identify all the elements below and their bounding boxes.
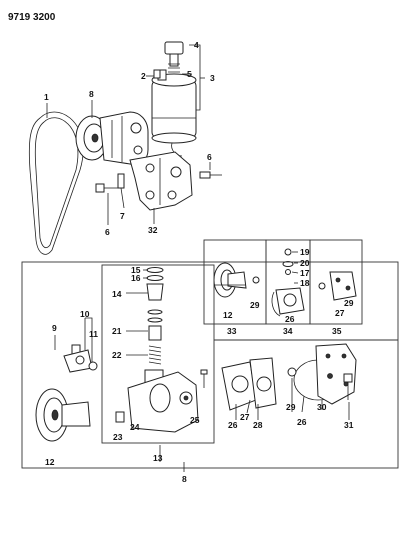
bolt-31 <box>343 373 353 400</box>
bolt-7 <box>117 173 125 189</box>
label-11: 11 <box>89 329 98 339</box>
rear-cover-30 <box>315 343 357 405</box>
label-18: 18 <box>300 278 310 288</box>
label-34: 34 <box>283 326 293 336</box>
label-9: 9 <box>52 323 57 333</box>
label-26-gasket: 26 <box>228 420 238 430</box>
pump-detail-34 <box>271 248 305 317</box>
label-29-detail-35: 29 <box>344 298 354 308</box>
label-12-detail: 12 <box>223 310 233 320</box>
label-32: 32 <box>148 225 158 235</box>
label-19: 19 <box>300 247 310 257</box>
leader-lines-top <box>46 44 211 225</box>
cover-detail-35 <box>318 271 357 301</box>
label-10: 10 <box>80 309 90 319</box>
label-5: 5 <box>187 69 192 79</box>
assembly-box-8 <box>21 261 399 469</box>
power-steering-pump <box>75 111 149 165</box>
label-6-right: 6 <box>207 152 212 162</box>
label-21: 21 <box>112 326 122 336</box>
label-23: 23 <box>113 432 123 442</box>
bracket-10 <box>63 344 98 373</box>
label-24: 24 <box>130 422 140 432</box>
label-13: 13 <box>153 453 163 463</box>
label-15: 15 <box>131 265 141 275</box>
valve-box-13 <box>101 264 215 444</box>
plate-27-28 <box>249 357 277 409</box>
label-22: 22 <box>112 350 122 360</box>
pulley-12-lower <box>35 388 91 442</box>
flow-control-valve <box>146 267 164 365</box>
bolt-2 <box>153 69 161 79</box>
label-3: 3 <box>210 73 215 83</box>
label-8-top: 8 <box>89 89 94 99</box>
label-8-bottom: 8 <box>182 474 187 484</box>
label-26-oring: 26 <box>297 417 307 427</box>
label-17: 17 <box>300 268 310 278</box>
label-31: 31 <box>344 420 354 430</box>
label-27-detail: 27 <box>335 308 345 318</box>
bolt-6-right <box>199 171 222 179</box>
bolt-6-left <box>95 183 118 193</box>
label-35: 35 <box>332 326 342 336</box>
label-27-lower: 27 <box>240 412 250 422</box>
pin-25 <box>200 369 208 388</box>
label-33: 33 <box>227 326 237 336</box>
label-14: 14 <box>112 289 122 299</box>
label-2: 2 <box>141 71 146 81</box>
label-6-left: 6 <box>105 227 110 237</box>
label-20: 20 <box>300 258 310 268</box>
label-28: 28 <box>253 420 263 430</box>
label-29-detail-33: 29 <box>250 300 260 310</box>
label-30: 30 <box>317 402 327 412</box>
label-25: 25 <box>190 415 200 425</box>
label-26-detail: 26 <box>285 314 295 324</box>
label-4: 4 <box>194 40 199 50</box>
pump-bracket <box>129 151 193 211</box>
leader-lines-lower <box>54 251 350 472</box>
label-12-lower: 12 <box>45 457 55 467</box>
detail-box-35 <box>309 239 363 325</box>
reservoir-assembly <box>151 41 197 157</box>
label-29-lower: 29 <box>286 402 296 412</box>
label-16: 16 <box>131 273 141 283</box>
label-7: 7 <box>120 211 125 221</box>
label-1: 1 <box>44 92 49 102</box>
drive-belt <box>28 111 84 255</box>
pulley-detail-33 <box>213 262 260 298</box>
pump-body <box>115 369 199 433</box>
diagram-code: 9719 3200 <box>8 12 56 23</box>
gasket-26-a <box>221 361 257 411</box>
